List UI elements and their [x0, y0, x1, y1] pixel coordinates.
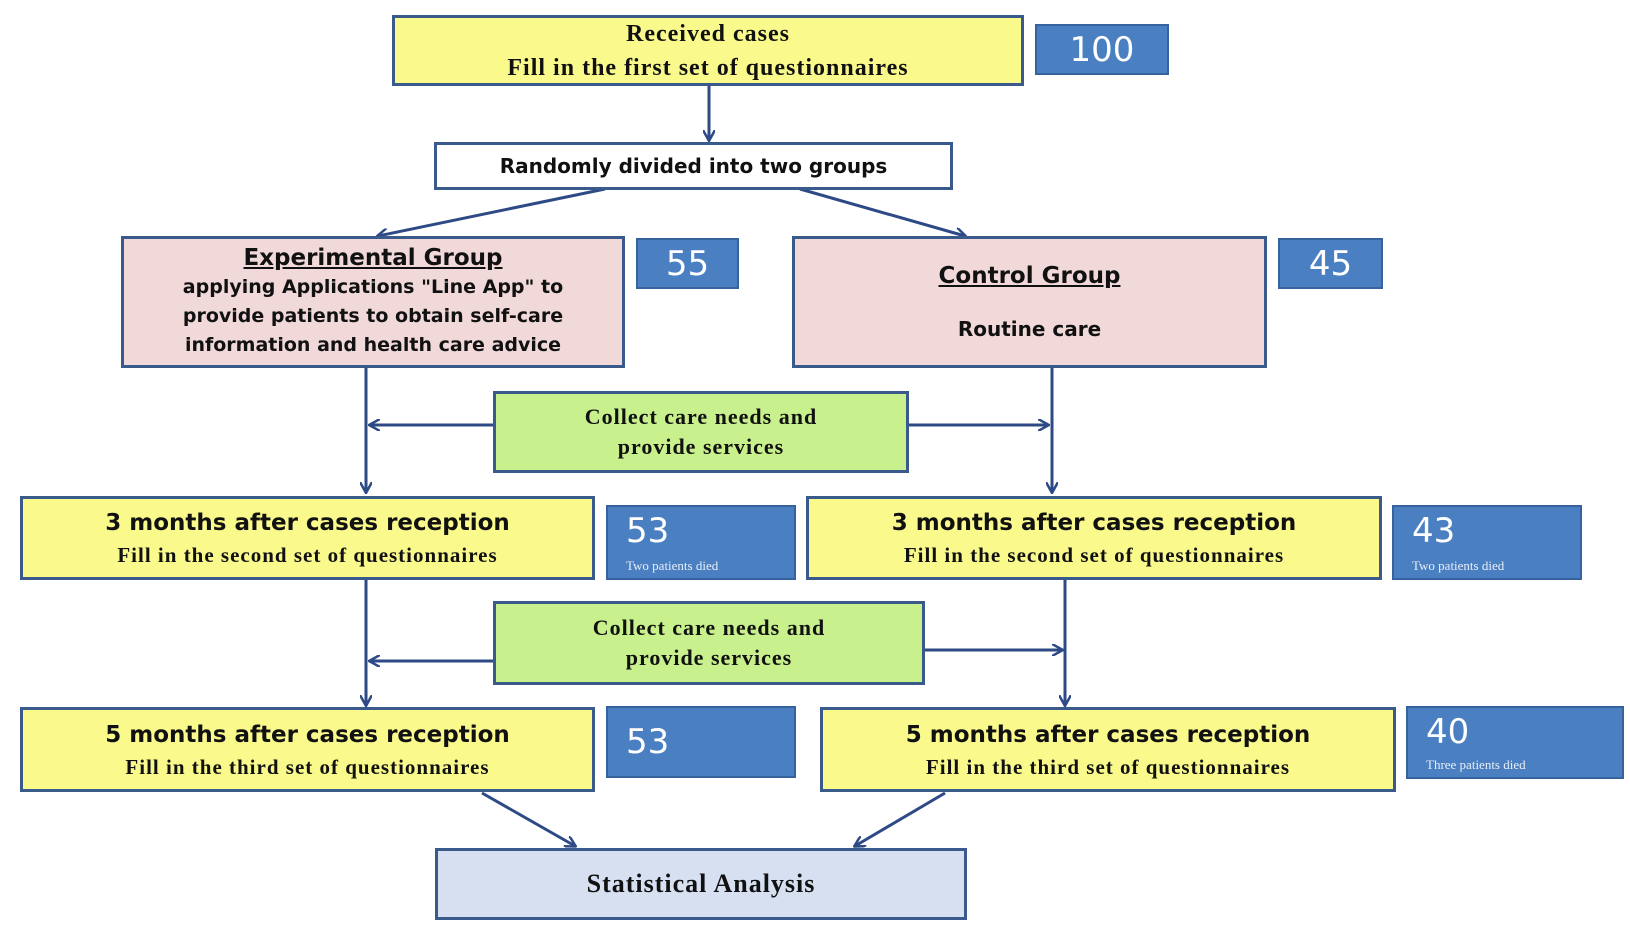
collect-care-box-2: Collect care needs and provide services: [493, 601, 925, 685]
analysis-label: Statistical Analysis: [586, 869, 816, 898]
ctl5m-note: Three patients died: [1426, 757, 1526, 772]
collect-care-box-1: Collect care needs and provide services: [493, 391, 909, 473]
received-count: 100: [1069, 29, 1135, 70]
control-5m-count-badge: 40 Three patients died: [1406, 706, 1624, 779]
experimental-5-months-box: 5 months after cases reception Fill in t…: [20, 707, 595, 792]
arrow-randomize-to-control: [799, 187, 965, 236]
ctl5m-title: 5 months after cases reception: [905, 721, 1311, 748]
ctl3m-subtitle: Fill in the second set of questionnaires: [903, 543, 1285, 567]
experimental-3-months-box: 3 months after cases reception Fill in t…: [20, 496, 595, 580]
control-subtitle: Routine care: [957, 317, 1102, 341]
control-count: 45: [1308, 243, 1353, 284]
ctl3m-title: 3 months after cases reception: [891, 510, 1297, 536]
control-title: Control Group: [938, 263, 1121, 289]
received-count-badge: 100: [1035, 24, 1169, 75]
received-cases-box: Received cases Fill in the first set of …: [392, 15, 1024, 86]
experimental-count-badge: 55: [636, 238, 739, 289]
collect2-line-2: provide services: [625, 645, 793, 670]
experimental-5m-count-badge: 53: [606, 706, 796, 778]
collect1-line-1: Collect care needs and: [584, 404, 818, 429]
exp5m-title: 5 months after cases reception: [105, 721, 510, 748]
experimental-3m-count-badge: 53 Two patients died: [606, 505, 796, 580]
experimental-group-box: Experimental Group applying Applications…: [121, 236, 625, 368]
experimental-title: Experimental Group: [243, 245, 503, 271]
control-3-months-box: 3 months after cases reception Fill in t…: [806, 496, 1382, 580]
exp3m-subtitle: Fill in the second set of questionnaires: [117, 543, 498, 567]
exp5m-subtitle: Fill in the third set of questionnaires: [125, 754, 490, 779]
ctl5m-subtitle: Fill in the third set of questionnaires: [925, 754, 1291, 779]
experimental-line-2: provide patients to obtain self-care: [182, 305, 564, 327]
collect1-line-2: provide services: [617, 434, 785, 459]
arrow-ctl5m-to-analysis: [855, 791, 946, 846]
exp3m-count: 53: [626, 511, 670, 551]
control-group-box: Control Group Routine care: [792, 236, 1267, 368]
randomize-box: Randomly divided into two groups: [434, 142, 953, 190]
exp5m-count: 53: [626, 722, 670, 762]
ctl3m-count: 43: [1412, 511, 1456, 551]
control-3m-count-badge: 43 Two patients died: [1392, 505, 1582, 580]
arrow-randomize-to-experimental: [378, 187, 606, 236]
statistical-analysis-box: Statistical Analysis: [435, 848, 967, 920]
ctl5m-count: 40: [1426, 712, 1470, 752]
exp3m-title: 3 months after cases reception: [105, 510, 510, 536]
randomize-label: Randomly divided into two groups: [499, 154, 888, 178]
arrow-exp5m-to-analysis: [481, 791, 575, 846]
experimental-line-1: applying Applications "Line App" to: [182, 276, 564, 298]
received-subtitle: Fill in the first set of questionnaires: [507, 54, 909, 81]
control-count-badge: 45: [1278, 238, 1383, 289]
experimental-line-3: information and health care advice: [184, 334, 562, 356]
exp3m-note: Two patients died: [626, 558, 719, 573]
ctl3m-note: Two patients died: [1412, 558, 1505, 573]
received-title: Received cases: [626, 20, 790, 47]
control-5-months-box: 5 months after cases reception Fill in t…: [820, 707, 1396, 792]
collect2-line-1: Collect care needs and: [592, 615, 826, 640]
experimental-count: 55: [665, 243, 710, 284]
